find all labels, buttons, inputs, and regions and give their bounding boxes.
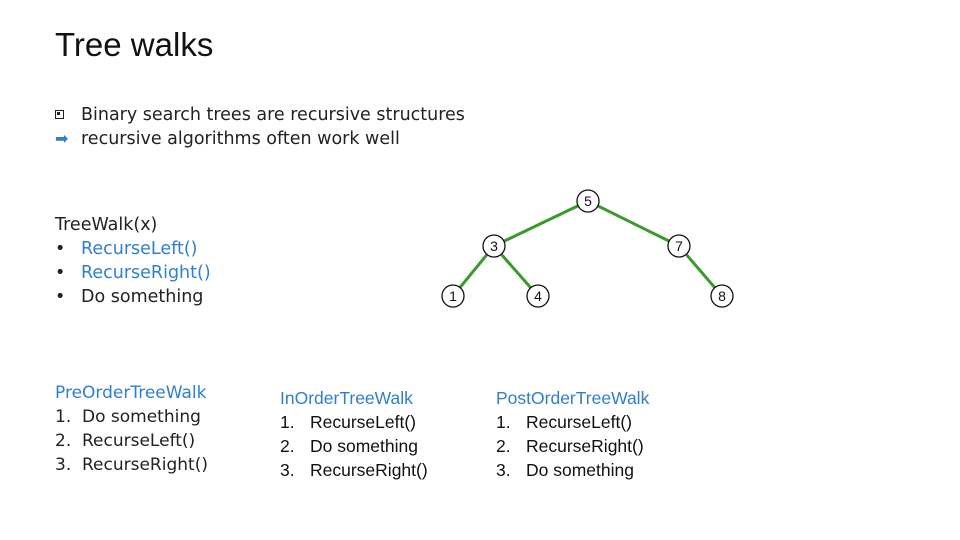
preorder-block: PreOrderTreeWalk 1.Do something 2.Recurs… — [55, 381, 208, 477]
intro-text: Binary search trees are recursive struct… — [81, 105, 465, 125]
tree-node-label-4: 4 — [534, 288, 542, 304]
tree-edge-5-3 — [493, 199, 589, 248]
postorder-block: PostOrderTreeWalk 1.RecurseLeft() 2.Recu… — [496, 386, 649, 482]
intro-item: Binary search trees are recursive struct… — [55, 103, 465, 127]
arrow-right-icon: ➡ — [55, 129, 69, 148]
inorder-block: InOrderTreeWalk 1.RecurseLeft() 2.Do som… — [280, 386, 428, 482]
slide-title: Tree walks — [55, 26, 214, 63]
tree-node-label-3: 3 — [490, 238, 498, 254]
treewalk-title: TreeWalk(x) — [55, 215, 158, 235]
treewalk-item: •RecurseRight() — [55, 263, 211, 283]
treewalk-item: •RecurseLeft() — [55, 239, 198, 259]
treewalk-block: TreeWalk(x) •RecurseLeft() •RecurseRight… — [55, 213, 211, 309]
preorder-item: 3.RecurseRight() — [55, 455, 208, 475]
inorder-title: InOrderTreeWalk — [280, 388, 413, 408]
postorder-title: PostOrderTreeWalk — [496, 388, 650, 408]
tree-node-4 — [526, 284, 550, 308]
bullet-dot-icon: • — [55, 239, 66, 259]
postorder-item: 3.Do something — [496, 460, 634, 480]
preorder-item: 2.RecurseLeft() — [55, 431, 196, 451]
tree-node-3 — [482, 234, 506, 258]
inorder-item: 2.Do something — [280, 436, 418, 456]
postorder-item: 2.RecurseRight() — [496, 436, 644, 456]
intro-item: ➡ recursive algorithms often work well — [55, 127, 465, 151]
preorder-title: PreOrderTreeWalk — [55, 383, 207, 403]
inorder-item: 3.RecurseRight() — [280, 460, 428, 480]
tree-edge-5-7 — [587, 199, 680, 248]
tree-node-label-1: 1 — [449, 288, 457, 304]
tree-node-1 — [441, 284, 465, 308]
inorder-item: 1.RecurseLeft() — [280, 412, 417, 432]
intro-list: Binary search trees are recursive struct… — [55, 103, 465, 151]
tree-node-label-7: 7 — [675, 238, 683, 254]
tree-node-7 — [667, 234, 691, 258]
tree-node-5 — [576, 189, 600, 213]
bullet-dot-icon: • — [55, 263, 66, 283]
intro-text: recursive algorithms often work well — [81, 129, 400, 149]
preorder-item: 1.Do something — [55, 407, 201, 427]
tree-nodes: 5 3 7 1 4 8 — [441, 189, 734, 308]
bullet-dot-icon: • — [55, 287, 66, 307]
tree-node-8 — [710, 284, 734, 308]
square-bullet-icon — [55, 109, 64, 119]
tree-node-label-5: 5 — [584, 193, 592, 209]
tree-node-label-8: 8 — [718, 288, 726, 304]
treewalk-item: •Do something — [55, 287, 204, 307]
postorder-item: 1.RecurseLeft() — [496, 412, 633, 432]
